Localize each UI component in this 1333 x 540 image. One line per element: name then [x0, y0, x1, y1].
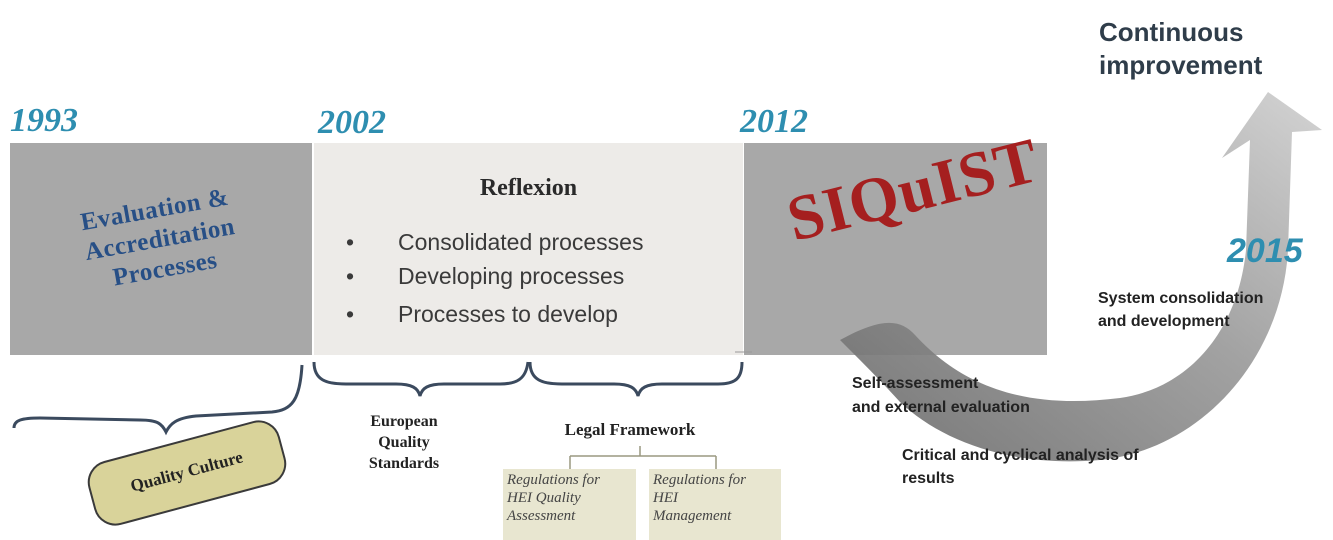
bullet-item: •Consolidated processes [346, 229, 644, 255]
year-2012-label: 2012 [740, 103, 808, 140]
self-assessment-text: Self-assessment and external evaluation [852, 372, 1030, 420]
system-consolidation-text: System consolidation and development [1098, 287, 1263, 333]
critical-analysis-text: Critical and cyclical analysis of result… [902, 444, 1139, 490]
quality-culture-brace [12, 364, 304, 436]
legal-framework-label: Legal Framework [564, 420, 696, 439]
reg2-line3: Management [653, 508, 732, 524]
european-standards-line2: Quality [378, 434, 430, 451]
critical-analysis-line1: Critical and cyclical analysis of [902, 447, 1139, 464]
bullet-item: •Developing processes [346, 263, 625, 289]
regulations-management-box: Regulations for HEI Management [649, 469, 781, 540]
continuous-improvement-arrow [840, 92, 1322, 462]
reg1-line1: Regulations for [507, 472, 600, 488]
reflexion-panel: Reflexion •Consolidated processes •Devel… [314, 143, 743, 355]
siquist-panel [744, 143, 1047, 355]
legal-framework-brace [528, 361, 744, 397]
self-assessment-line1: Self-assessment [852, 375, 979, 392]
reg2-line2: HEI [653, 490, 678, 506]
system-consolidation-line1: System consolidation [1098, 290, 1264, 307]
regulations-quality-assessment-box: Regulations for HEI Quality Assessment [503, 469, 636, 540]
year-1993-label: 1993 [10, 102, 78, 139]
european-standards-line1: European [370, 413, 438, 430]
european-standards-line3: Standards [368, 455, 440, 472]
continuous-improvement-title: Continuous improvement [1099, 16, 1262, 82]
year-2002-label: 2002 [318, 104, 386, 141]
bullet-text: Developing processes [398, 263, 625, 289]
reflexion-title: Reflexion [479, 175, 578, 201]
reg2-line1: Regulations for [653, 472, 746, 488]
critical-analysis-line2: results [902, 470, 955, 487]
bullet-text: Consolidated processes [398, 229, 644, 255]
system-consolidation-line2: and development [1098, 313, 1230, 330]
european-standards-brace [312, 361, 530, 397]
continuous-improvement-line1: Continuous [1099, 17, 1244, 47]
bullet-item: •Processes to develop [346, 301, 618, 327]
european-standards-label: European Quality Standards [358, 411, 450, 474]
self-assessment-line2: and external evaluation [852, 399, 1030, 416]
bullet-text: Processes to develop [398, 301, 618, 327]
legal-framework-connector [569, 446, 717, 469]
reg1-line3: Assessment [507, 508, 576, 524]
evaluation-panel: Evaluation & Accreditation Processes [10, 143, 312, 355]
reg1-line2: HEI Quality [507, 490, 581, 506]
year-2015-label: 2015 [1227, 232, 1303, 270]
continuous-improvement-line2: improvement [1099, 50, 1263, 80]
